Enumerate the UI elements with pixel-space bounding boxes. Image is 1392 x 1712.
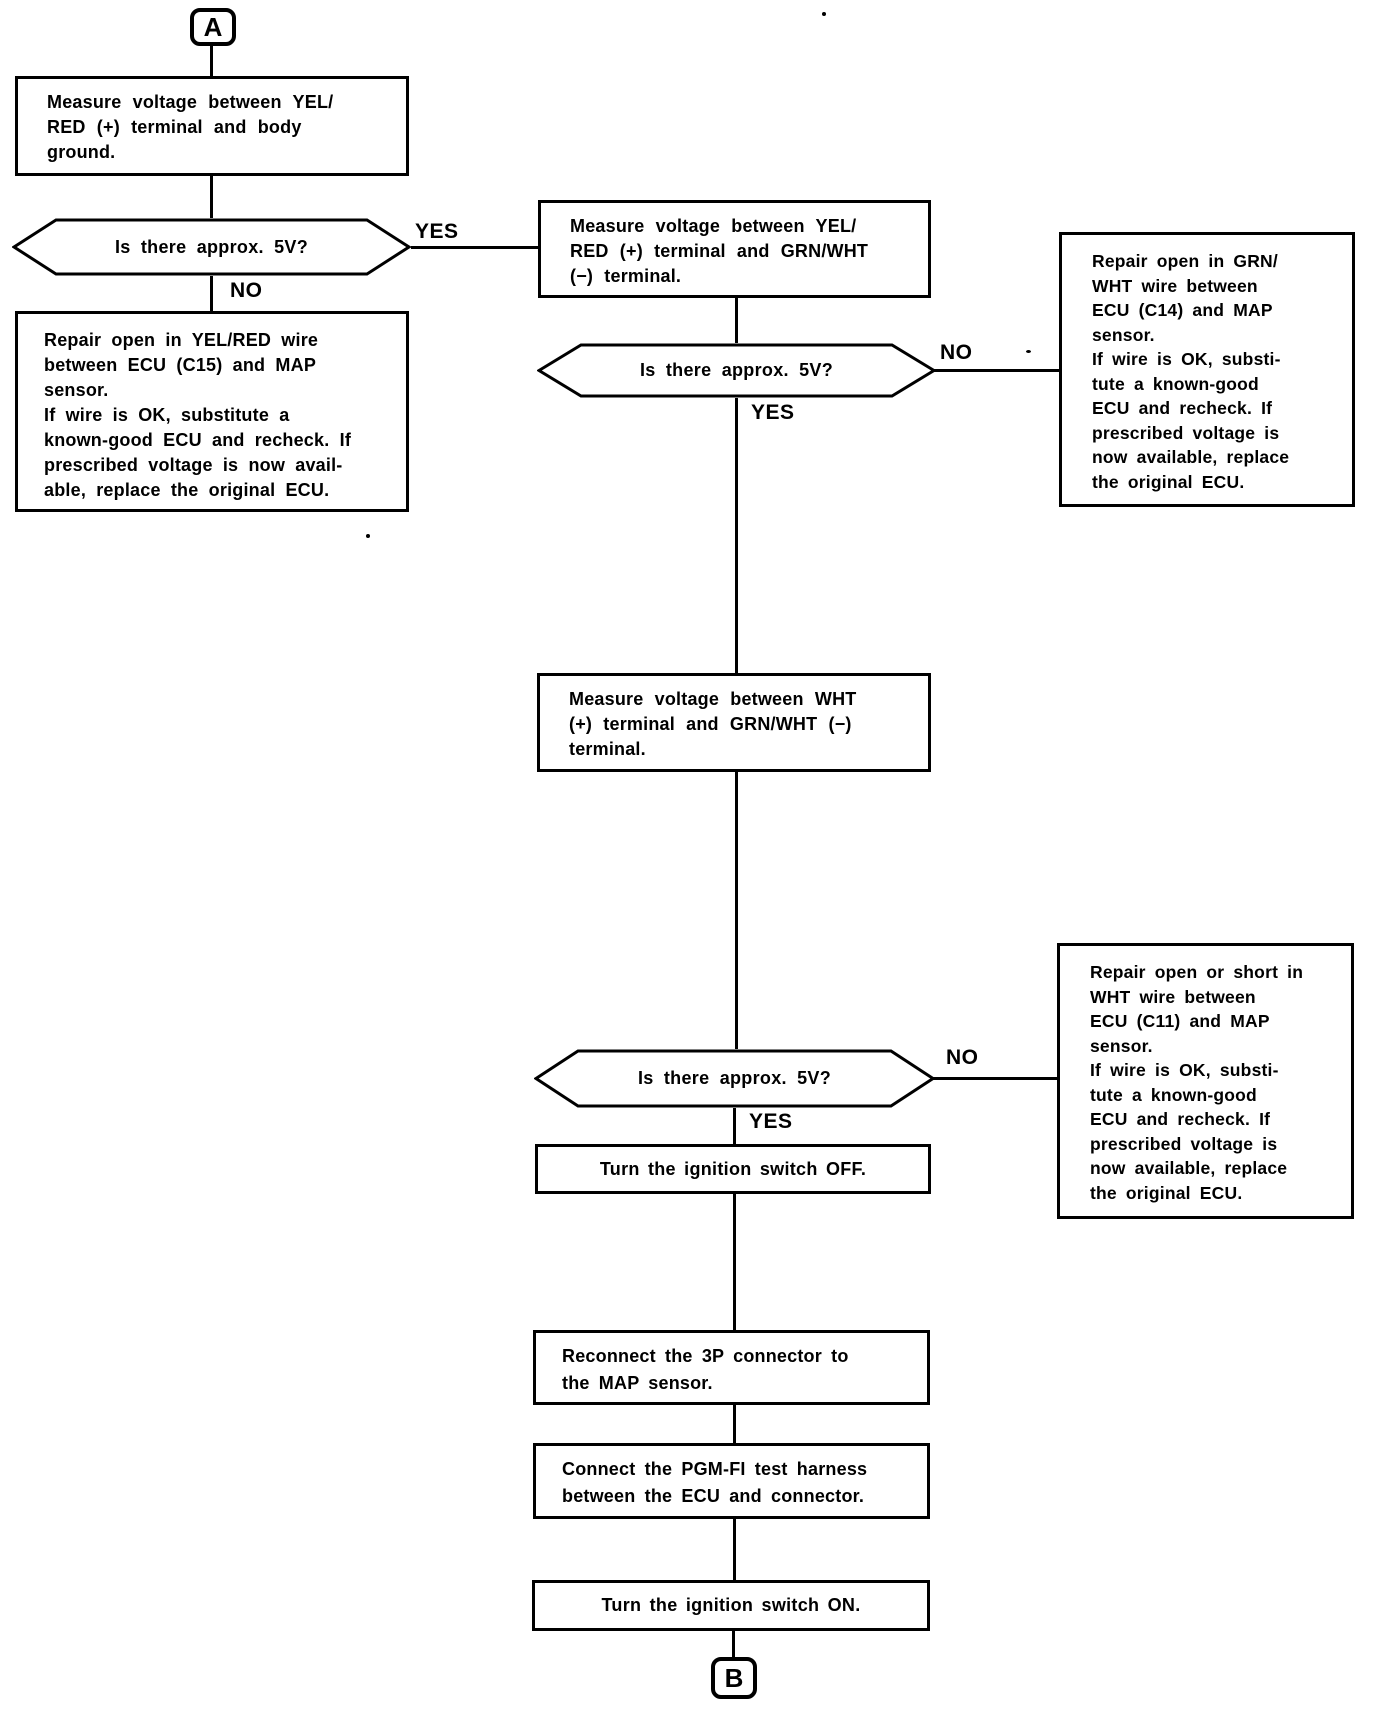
step-measure-wht-grnwht: Measure voltage between WHT (+) terminal… — [537, 673, 931, 772]
decision-label: Is there approx. 5V? — [637, 1068, 832, 1088]
decision-label: Is there approx. 5V? — [639, 360, 834, 380]
step-ignition-on: Turn the ignition switch ON. — [532, 1580, 930, 1631]
step-ignition-off: Turn the ignition switch OFF. — [535, 1144, 931, 1194]
step-connect-pgmfi: Connect the PGM-FI test harness between … — [533, 1443, 930, 1519]
step-text: Repair open in YEL/RED wire between ECU … — [44, 330, 352, 500]
step-text: Repair open or short in WHT wire between… — [1090, 962, 1304, 1203]
connector-a-label: A — [203, 11, 223, 42]
hexagon-shape — [12, 218, 411, 276]
flow-line-decision2-yes — [735, 398, 738, 673]
branch-label-yes-1: YES — [415, 220, 459, 243]
flow-line-measure1-to-decision1 — [210, 176, 213, 218]
branch-label-no-1: NO — [230, 279, 263, 302]
flow-line-off-to-reconnect — [733, 1194, 736, 1330]
flow-line-measure3-to-decision3 — [735, 772, 738, 1049]
step-text: Repair open in GRN/ WHT wire between ECU… — [1092, 251, 1290, 492]
flow-line-decision3-yes — [733, 1108, 736, 1144]
flow-line-decision1-no — [210, 276, 213, 311]
flow-line-reconnect-to-pgmfi — [733, 1405, 736, 1443]
step-text: Turn the ignition switch ON. — [601, 1595, 861, 1615]
connector-a: A — [190, 8, 236, 46]
flow-line-decision1-yes — [411, 246, 538, 249]
flow-line-decision3-no — [933, 1077, 1057, 1080]
step-repair-yelred: Repair open in YEL/RED wire between ECU … — [15, 311, 409, 512]
step-text: Connect the PGM-FI test harness between … — [562, 1459, 868, 1506]
step-repair-grnwht: Repair open in GRN/ WHT wire between ECU… — [1059, 232, 1355, 507]
connector-b-label: B — [724, 1662, 744, 1693]
branch-label-yes-2: YES — [751, 401, 795, 424]
branch-label-yes-3: YES — [749, 1110, 793, 1133]
flow-line-measure2-to-decision2 — [735, 298, 738, 343]
scan-speck — [822, 12, 826, 16]
step-measure-yelred-body: Measure voltage between YEL/ RED (+) ter… — [15, 76, 409, 176]
branch-label-no-3: NO — [946, 1046, 979, 1069]
flow-line-a-to-measure1 — [210, 46, 213, 76]
decision-label: Is there approx. 5V? — [114, 236, 309, 257]
step-text: Turn the ignition switch OFF. — [599, 1158, 867, 1179]
flow-line-on-to-b — [732, 1631, 735, 1657]
flow-line-decision2-no — [934, 369, 1059, 372]
connector-b: B — [711, 1657, 757, 1699]
step-repair-wht: Repair open or short in WHT wire between… — [1057, 943, 1354, 1219]
decision-approx-5v-2: Is there approx. 5V? — [537, 343, 936, 398]
step-text: Measure voltage between YEL/ RED (+) ter… — [47, 92, 334, 162]
step-reconnect-3p: Reconnect the 3P connector to the MAP se… — [533, 1330, 930, 1405]
flow-line-pgmfi-to-on — [733, 1519, 736, 1580]
step-measure-yelred-grnwht: Measure voltage between YEL/ RED (+) ter… — [538, 200, 931, 298]
step-text: Measure voltage between WHT (+) terminal… — [569, 689, 857, 759]
scan-speck — [1026, 350, 1031, 353]
scan-speck — [366, 534, 370, 538]
decision-approx-5v-3: Is there approx. 5V? — [534, 1049, 935, 1108]
branch-label-no-2: NO — [940, 341, 973, 364]
step-text: Reconnect the 3P connector to the MAP se… — [562, 1346, 849, 1393]
step-text: Measure voltage between YEL/ RED (+) ter… — [570, 216, 869, 286]
decision-approx-5v-1: Is there approx. 5V? — [12, 218, 411, 276]
